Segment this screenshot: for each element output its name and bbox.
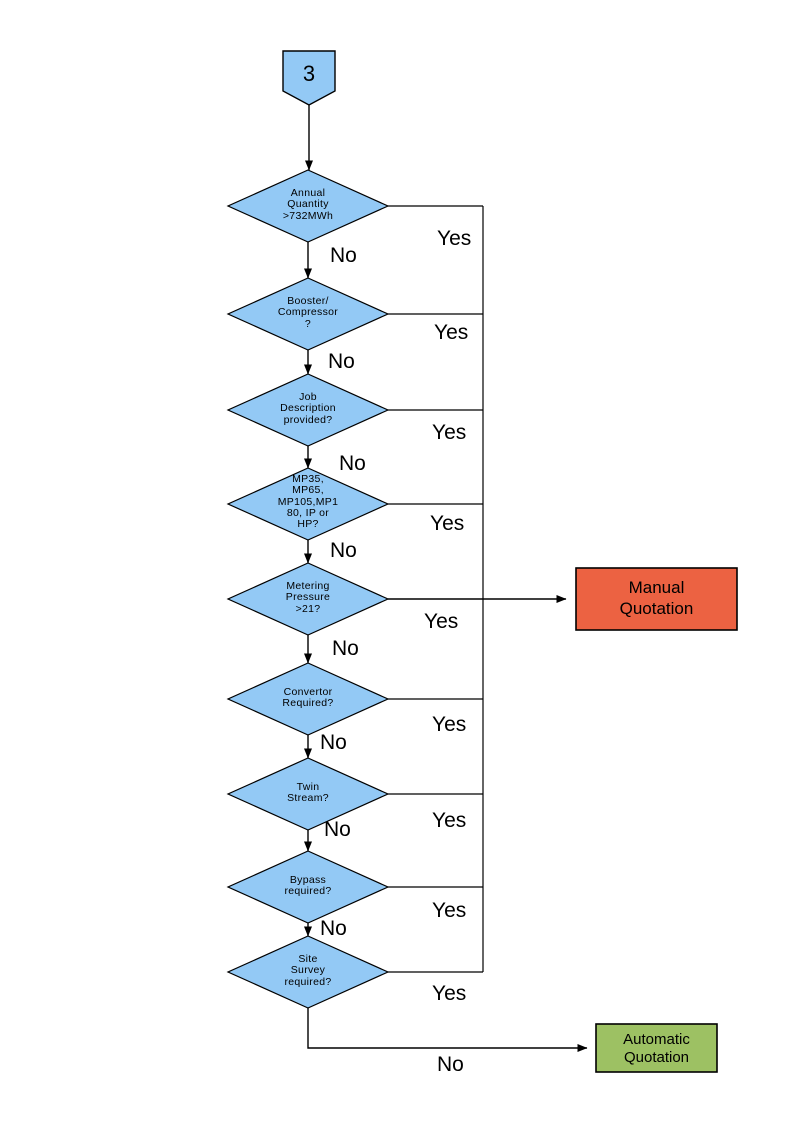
edge-label-no-site-survey: No: [437, 1053, 464, 1076]
edge-label-yes-site-survey: Yes: [432, 982, 467, 1005]
decision-shape-bypass-required: [226, 850, 390, 924]
edge-label-yes-job-description: Yes: [432, 421, 467, 444]
edge-label-no-pressure-tier: No: [330, 539, 357, 562]
edge-label-yes-twin-stream: Yes: [432, 809, 467, 832]
decision-shape-annual-quantity: [226, 169, 390, 243]
terminal-shape-automatic-quotation: [595, 1023, 718, 1073]
edge-label-no-metering-pressure: No: [332, 637, 359, 660]
edge-label-no-annual-quantity: No: [330, 244, 357, 267]
edge-label-yes-convertor-required: Yes: [432, 713, 467, 736]
start-connector-shape: [282, 50, 336, 106]
edge-no-site-survey-to-automatic: [307, 1008, 588, 1052]
decision-shape-metering-pressure: [226, 562, 390, 636]
decision-shape-pressure-tier: [226, 467, 390, 541]
decision-shape-twin-stream: [226, 757, 390, 831]
edge-label-yes-pressure-tier: Yes: [430, 512, 465, 535]
terminal-shape-manual-quotation: [575, 567, 738, 631]
decision-shape-job-description: [226, 373, 390, 447]
edge-label-yes-bypass-required: Yes: [432, 899, 467, 922]
decision-shape-convertor-required: [226, 662, 390, 736]
edge-label-no-bypass-required: No: [320, 917, 347, 940]
edge-label-yes-metering-pressure: Yes: [424, 610, 459, 633]
edge-label-no-booster-compressor: No: [328, 350, 355, 373]
decision-shape-site-survey: [226, 935, 390, 1009]
edge-label-yes-annual-quantity: Yes: [437, 227, 472, 250]
edge-label-no-twin-stream: No: [324, 818, 351, 841]
edge-label-yes-booster-compressor: Yes: [434, 321, 469, 344]
edge-label-no-convertor-required: No: [320, 731, 347, 754]
edge-label-no-job-description: No: [339, 452, 366, 475]
decision-shape-booster-compressor: [226, 277, 390, 351]
